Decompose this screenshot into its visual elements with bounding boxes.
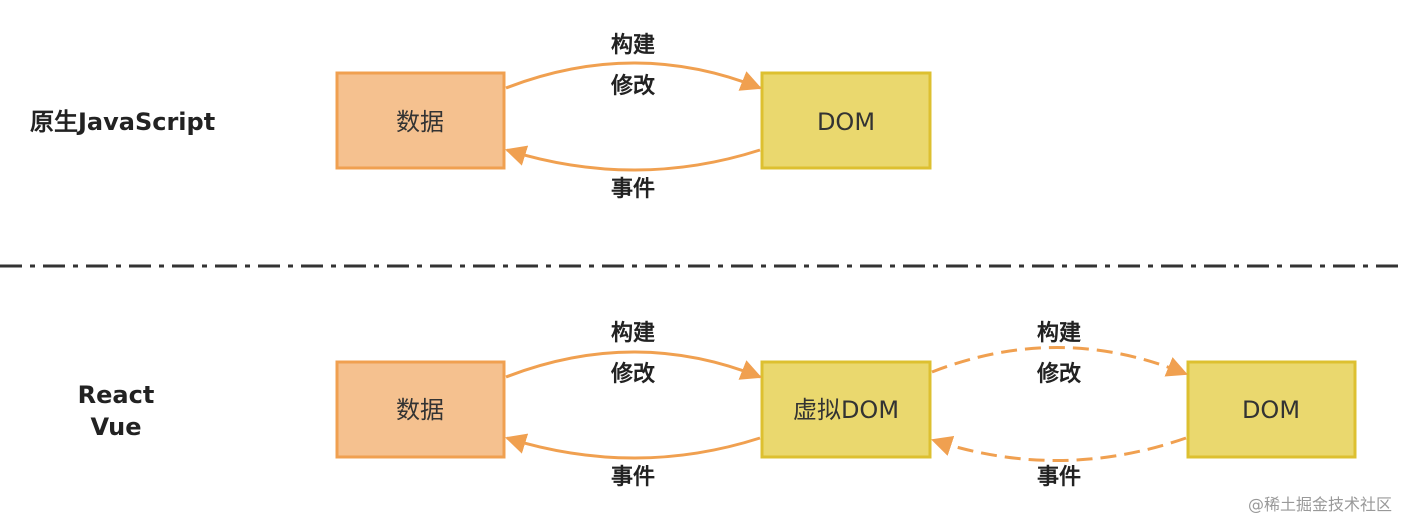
bottom-vdom-box bbox=[760, 360, 932, 459]
bottom-forward-label-build: 构建 bbox=[611, 320, 655, 346]
bottom-forward-arrow bbox=[505, 350, 762, 380]
top-data-box-label: 数据 bbox=[396, 108, 444, 136]
row-label-react: React bbox=[78, 381, 155, 409]
bottom-dashed-forward-label-modify: 修改 bbox=[1036, 361, 1082, 387]
bottom-back-label-event: 事件 bbox=[611, 464, 655, 490]
top-dom-box-label: DOM bbox=[817, 108, 875, 136]
row-label-vue: Vue bbox=[90, 413, 141, 441]
top-forward-label-modify: 修改 bbox=[610, 73, 656, 99]
bottom-back-arrow bbox=[504, 433, 761, 460]
top-data-box bbox=[335, 71, 506, 170]
top-forward-arrow bbox=[505, 61, 762, 91]
bottom-dashed-forward-arrow bbox=[931, 346, 1188, 377]
bottom-data-box-label: 数据 bbox=[396, 396, 444, 424]
top-back-arrow bbox=[504, 145, 761, 172]
bottom-forward-label-modify: 修改 bbox=[610, 361, 656, 387]
bottom-dom-box bbox=[1186, 360, 1357, 459]
bottom-data-box bbox=[335, 360, 506, 459]
row-label-native-js: 原生JavaScript bbox=[30, 108, 215, 136]
bottom-dom-box-label: DOM bbox=[1242, 396, 1300, 424]
bottom-dashed-back-label-event: 事件 bbox=[1037, 464, 1081, 490]
bottom-dashed-back-arrow bbox=[931, 435, 1187, 462]
top-dom-box bbox=[760, 71, 932, 170]
bottom-vdom-box-label: 虚拟DOM bbox=[793, 396, 899, 424]
bottom-dashed-forward-label-build: 构建 bbox=[1037, 320, 1081, 346]
top-back-label-event: 事件 bbox=[611, 176, 655, 202]
watermark-text: @稀土掘金技术社区 bbox=[1248, 495, 1392, 514]
top-forward-label-build: 构建 bbox=[611, 32, 655, 58]
